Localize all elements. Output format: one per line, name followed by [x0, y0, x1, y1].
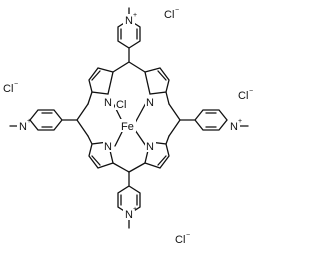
- chloride-charge-bottom: −: [186, 232, 190, 239]
- chloride-charge-left: −: [14, 81, 18, 88]
- iron-center-label: Fe: [121, 121, 134, 133]
- charge-plus-left: +: [27, 118, 31, 125]
- pyridinium-n-right: N: [230, 121, 238, 133]
- counterions: Cl − Cl − Cl − Cl −: [3, 7, 253, 246]
- charge-plus-bottom: +: [133, 206, 137, 213]
- charge-plus-right: +: [238, 118, 242, 125]
- pyridinium-n-top: N: [125, 15, 133, 27]
- atom-labels: N + N + N + N + N N N N Cl Fe: [19, 12, 242, 221]
- axial-chloride-label: Cl: [116, 99, 126, 111]
- pyridinium-n-bottom: N: [125, 209, 133, 221]
- pyrrole-n-bottom-left: N: [104, 141, 112, 153]
- chloride-ion-left: Cl: [3, 83, 13, 95]
- chloride-ion-right: Cl: [238, 90, 248, 102]
- pyrrole-n-top-left: N: [104, 97, 112, 109]
- fe-porphyrin-structure: N + N + N + N + N N N N Cl Fe Cl − Cl − …: [3, 7, 253, 246]
- bond-lines: [9, 7, 249, 229]
- chloride-charge-top-right: −: [175, 7, 179, 14]
- label-masks: [17, 14, 240, 220]
- charge-plus-top: +: [133, 12, 137, 19]
- chloride-ion-bottom: Cl: [175, 234, 185, 246]
- chloride-ion-top-right: Cl: [164, 9, 174, 21]
- pyrrole-n-bottom-right: N: [146, 141, 154, 153]
- chloride-charge-right: −: [249, 88, 253, 95]
- structure-canvas: N + N + N + N + N N N N Cl Fe Cl − Cl − …: [3, 7, 253, 246]
- pyridinium-n-left: N: [19, 121, 27, 133]
- pyrrole-n-top-right: N: [146, 97, 154, 109]
